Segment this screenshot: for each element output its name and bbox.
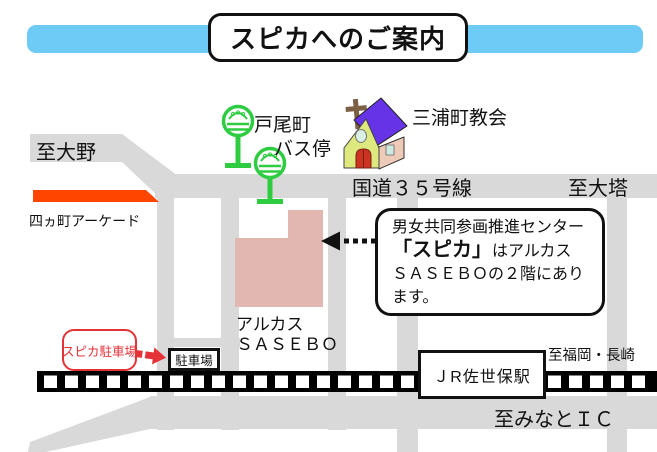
railway-tie <box>275 375 288 388</box>
label-to-fukuoka-nagasaki: 至福岡・長崎 <box>548 348 635 364</box>
railway-tie <box>170 375 183 388</box>
bus-stop-icon <box>221 104 255 168</box>
label-route35: 国道３５号線 <box>352 178 472 200</box>
road-vertical-a <box>157 196 174 430</box>
railway-tie <box>149 375 162 388</box>
road-bottom <box>150 396 657 429</box>
road-parking-stub <box>157 338 240 347</box>
church-icon <box>343 97 408 170</box>
label-arcade: 四ヵ町アーケード <box>29 213 141 229</box>
railway-tie <box>632 375 645 388</box>
label-to-minato-ic: 至みなとＩＣ <box>494 409 614 431</box>
label-bus-stop-town: 戸尾町 <box>254 115 312 136</box>
bus-stop-icon <box>253 146 287 204</box>
railway-tie <box>233 375 246 388</box>
road-to-ohno <box>30 134 122 162</box>
parking-lot-box: 駐車場 <box>168 348 220 371</box>
info-line-4: ます。 <box>392 289 439 306</box>
label-church: 三浦町教会 <box>412 108 508 129</box>
info-line-3: ＳＡＳＥＢＯの２階にあり <box>392 266 585 283</box>
railway-tie <box>296 375 309 388</box>
railway-tie <box>86 375 99 388</box>
spica-parking-callout: スピカ駐車場 <box>62 329 137 371</box>
railway-tie <box>338 375 351 388</box>
info-callout-box: 男女共同参画推進センター 「スピカ」はアルカス ＳＡＳＥＢＯの２階にあり ます。 <box>375 208 605 316</box>
railway-tie <box>44 375 57 388</box>
railway-ties <box>44 375 645 388</box>
info-line-2-rest: はアルカス <box>492 243 572 260</box>
red-arrow-icon <box>135 347 167 365</box>
railway-tie <box>380 375 393 388</box>
railway-tie <box>212 375 225 388</box>
railway-tie <box>548 375 561 388</box>
label-arkas-1: アルカス <box>236 315 304 334</box>
label-arkas-2: ＳＡＳＥＢＯ <box>236 335 338 354</box>
road-bottom-diagonal <box>28 397 150 452</box>
railway-tie <box>317 375 330 388</box>
railway-tie <box>191 375 204 388</box>
arcade-bar <box>33 190 159 202</box>
label-to-daito: 至大塔 <box>568 178 628 200</box>
jr-station-box: ＪR佐世保駅 <box>418 350 546 399</box>
railway-tie <box>128 375 141 388</box>
info-line-2: 「スピカ」はアルカス <box>392 239 592 263</box>
railway-track <box>37 371 657 392</box>
railway-tie <box>401 375 414 388</box>
label-to-ohno: 至大野 <box>36 142 96 164</box>
info-line-1: 男女共同参画推進センター <box>392 219 585 236</box>
railway-tie <box>611 375 624 388</box>
railway-tie <box>254 375 267 388</box>
arkas-building <box>235 210 323 307</box>
railway-tie <box>359 375 372 388</box>
page-title: スピカへのご案内 <box>208 13 468 62</box>
road-route35 <box>155 174 657 198</box>
railway-tie <box>65 375 78 388</box>
road-vertical-c <box>328 196 346 430</box>
info-emphasis-spica: 「スピカ」 <box>392 239 492 261</box>
spica-parking-callout-label: スピカ駐車場 <box>62 344 138 359</box>
railway-tie <box>107 375 120 388</box>
dotted-arrow-icon <box>321 231 376 251</box>
railway-tie <box>590 375 603 388</box>
label-bus-stop: バス停 <box>274 139 332 160</box>
railway-tie <box>569 375 582 388</box>
